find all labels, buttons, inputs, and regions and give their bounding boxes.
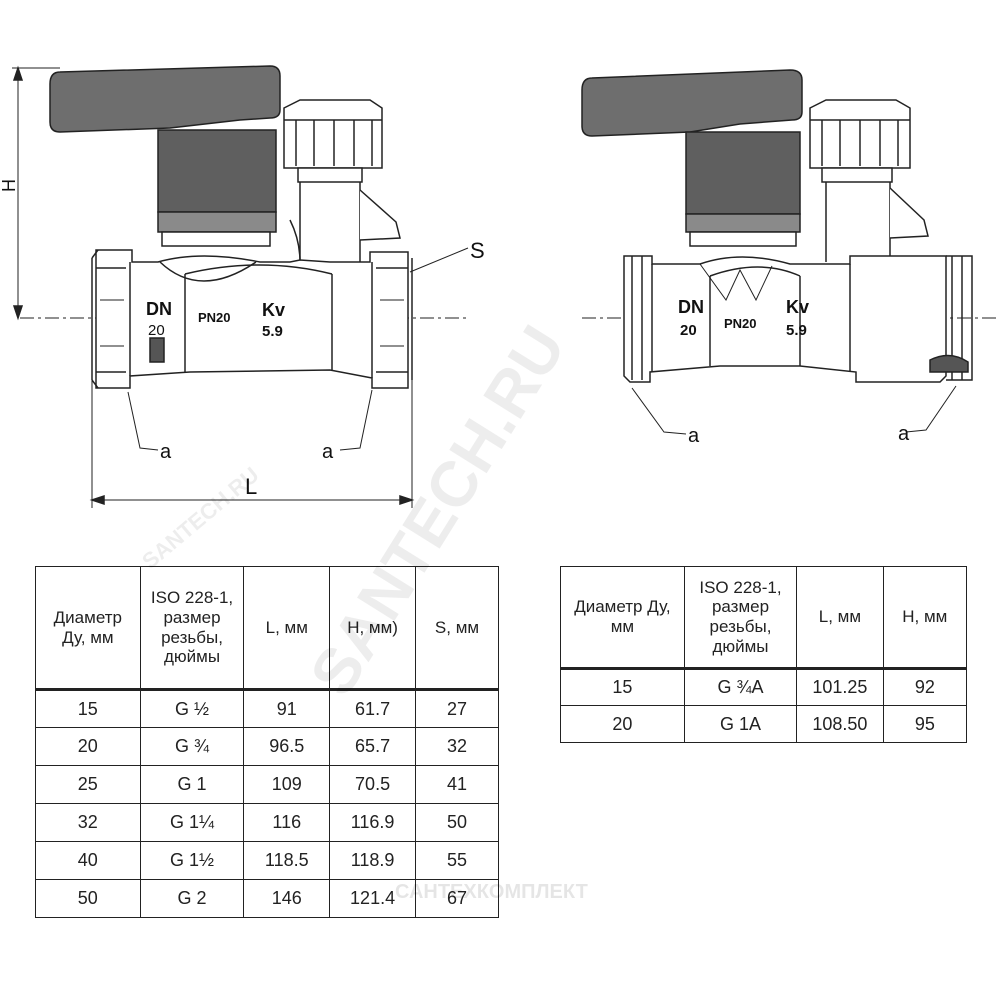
table-cell: 20: [35, 727, 141, 766]
table-cell: 121.4: [329, 879, 417, 918]
right-pn-label: PN20: [724, 316, 757, 331]
right-a-label-1: a: [688, 425, 700, 447]
left-dn-value: 20: [148, 322, 165, 339]
table-cell: 101.25: [796, 668, 884, 706]
table-cell: 61.7: [329, 689, 417, 728]
table-row: 15 G ¾A 101.25 92: [560, 668, 968, 706]
right-a-label-2: a: [898, 423, 910, 445]
left-length-label: L: [245, 474, 257, 499]
table-cell: 50: [35, 879, 141, 918]
col-header-diameter: Диаметр Ду, мм: [35, 566, 141, 690]
table-cell: 50: [415, 803, 499, 842]
right-dn-label: DN: [678, 297, 704, 317]
right-valve-drawing: [581, 69, 1000, 435]
col-header-thread: ISO 228-1, размер резьбы, дюймы: [139, 566, 245, 690]
right-dimensions-table: Диаметр Ду, мм ISO 228-1, размер резьбы,…: [560, 566, 968, 743]
table-cell: 40: [35, 841, 141, 880]
table-cell: 65.7: [329, 727, 417, 766]
table-cell: 146: [243, 879, 331, 918]
left-s-label: S: [470, 238, 485, 263]
table-cell: 32: [35, 803, 141, 842]
table-cell: 15: [35, 689, 141, 728]
table-row: 32 G 1¼ 116 116.9 50: [35, 803, 499, 842]
table-cell: G ¾: [139, 727, 245, 766]
table-cell: 91: [243, 689, 331, 728]
left-pn-label: PN20: [198, 310, 231, 325]
col-header-thread: ISO 228-1, размер резьбы, дюймы: [683, 566, 798, 669]
table-row: 25 G 1 109 70.5 41: [35, 765, 499, 804]
col-header-diameter: Диаметр Ду, мм: [560, 566, 685, 669]
left-kv-label: Kv: [262, 300, 285, 320]
table-cell: 41: [415, 765, 499, 804]
col-header-length: L, мм: [243, 566, 331, 690]
table-cell: 55: [415, 841, 499, 880]
table-cell: 27: [415, 689, 499, 728]
table-cell: 96.5: [243, 727, 331, 766]
table-row: 20 G ¾ 96.5 65.7 32: [35, 727, 499, 766]
right-kv-value: 5.9: [786, 322, 807, 339]
table-cell: G ¾A: [683, 668, 798, 706]
table-cell: G ½: [139, 689, 245, 728]
left-a-label-1: a: [160, 441, 172, 463]
table-row: 20 G 1A 108.50 95: [560, 705, 968, 743]
left-dimensions-table: Диаметр Ду, мм ISO 228-1, размер резьбы,…: [35, 566, 499, 918]
right-kv-label: Kv: [786, 297, 809, 317]
table-cell: 92: [882, 668, 968, 706]
table-cell: G 1¼: [139, 803, 245, 842]
col-header-s: S, мм: [415, 566, 499, 690]
table-cell: G 2: [139, 879, 245, 918]
table-cell: 25: [35, 765, 141, 804]
left-valve-drawing: [12, 65, 470, 508]
table-cell: 15: [560, 668, 685, 706]
col-header-height: H, мм: [882, 566, 968, 669]
table-cell: G 1: [139, 765, 245, 804]
table-cell: 70.5: [329, 765, 417, 804]
table-row: 40 G 1½ 118.5 118.9 55: [35, 841, 499, 880]
col-header-length: L, мм: [796, 566, 884, 669]
table-cell: G 1½: [139, 841, 245, 880]
table-header-row: Диаметр Ду, мм ISO 228-1, размер резьбы,…: [35, 566, 499, 690]
valve-drawings: H L S a a DN 20 PN20 Kv 5.9: [0, 65, 1000, 508]
table-cell: 116: [243, 803, 331, 842]
table-cell: 32: [415, 727, 499, 766]
table-cell: 108.50: [796, 705, 884, 743]
table-cell: 67: [415, 879, 499, 918]
table-row: 15 G ½ 91 61.7 27: [35, 689, 499, 728]
table-cell: 20: [560, 705, 685, 743]
table-cell: G 1A: [683, 705, 798, 743]
left-height-label: H: [0, 179, 19, 192]
table-cell: 118.5: [243, 841, 331, 880]
right-dn-value: 20: [680, 322, 697, 339]
table-cell: 116.9: [329, 803, 417, 842]
col-header-height: H, мм): [329, 566, 417, 690]
left-a-label-2: a: [322, 441, 334, 463]
table-header-row: Диаметр Ду, мм ISO 228-1, размер резьбы,…: [560, 566, 968, 669]
table-cell: 109: [243, 765, 331, 804]
table-cell: 118.9: [329, 841, 417, 880]
left-kv-value: 5.9: [262, 323, 283, 340]
table-cell: 95: [882, 705, 968, 743]
table-row: 50 G 2 146 121.4 67: [35, 879, 499, 918]
left-dn-label: DN: [146, 299, 172, 319]
